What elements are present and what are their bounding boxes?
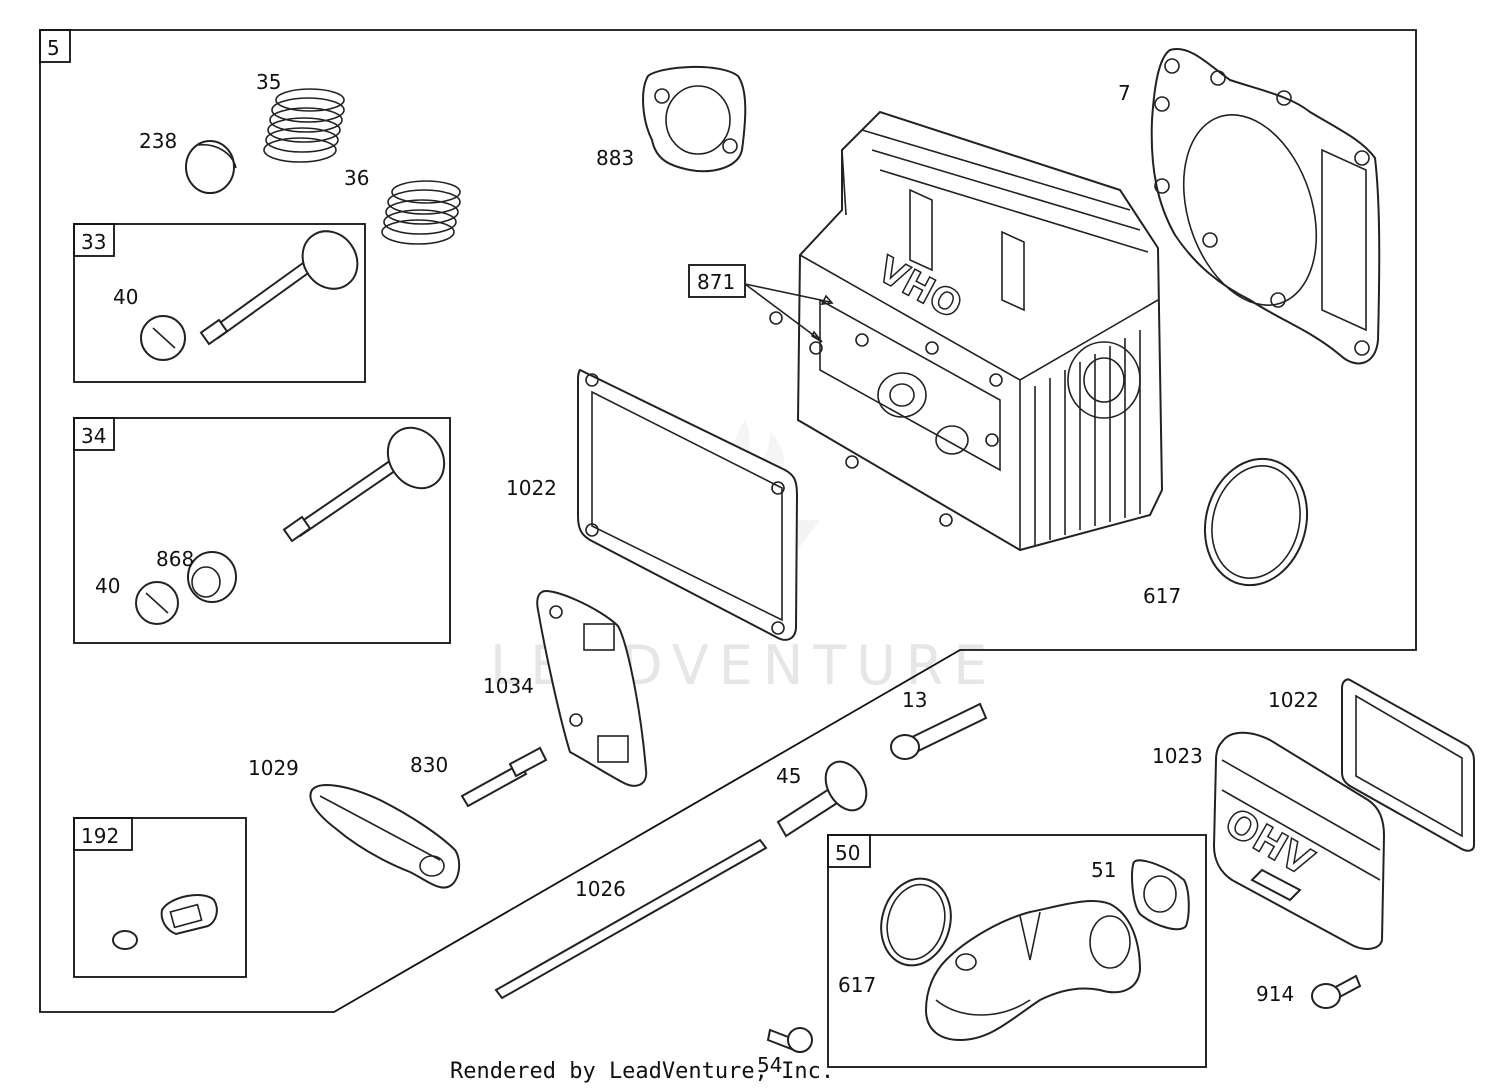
assembly-frame-50 <box>827 834 1207 1068</box>
label-36: 36 <box>344 166 369 190</box>
label-51: 51 <box>1091 858 1116 882</box>
assembly-frame-192 <box>73 817 247 978</box>
label-617-a: 617 <box>1143 584 1181 608</box>
label-1034: 1034 <box>483 674 534 698</box>
exhaust-valve-part <box>199 230 359 346</box>
assembly-frame-33 <box>73 223 366 383</box>
label-7: 7 <box>1118 81 1131 105</box>
head-gasket-part <box>1150 47 1381 365</box>
label-35: 35 <box>256 70 281 94</box>
callout-leader-871 <box>744 283 831 341</box>
cylinder-head-part: OHV <box>769 110 1164 552</box>
label-13: 13 <box>902 688 927 712</box>
valve-keeper-part-b <box>135 581 179 625</box>
push-rod-part <box>494 838 768 1000</box>
assembly-tag-main <box>39 29 71 63</box>
cover-screw-part <box>1311 974 1362 1009</box>
callout-tag-871 <box>688 264 746 298</box>
rocker-cover-part: OHV <box>1212 731 1386 950</box>
o-ring-part-a <box>1203 457 1309 587</box>
label-40-b: 40 <box>95 574 120 598</box>
push-rod-guide-part <box>776 760 868 838</box>
rocker-stud-part <box>460 746 548 808</box>
label-1026: 1026 <box>575 877 626 901</box>
assembly-tag-34 <box>73 417 115 451</box>
manifold-screw-part <box>766 1027 813 1053</box>
assembly-label-33: 33 <box>81 230 106 254</box>
intake-manifold-part <box>924 900 1142 1042</box>
o-ring-part-a-inner <box>1211 465 1301 579</box>
valve-keeper-part-a <box>140 315 186 361</box>
assembly-frame-main <box>39 29 1417 1013</box>
label-238: 238 <box>139 129 177 153</box>
label-1022-b: 1022 <box>1268 688 1319 712</box>
exhaust-gasket-part <box>642 66 747 173</box>
callout-arrow-871-a <box>810 330 823 343</box>
assembly-frame-34 <box>73 417 451 644</box>
valve-cap-part <box>185 140 237 194</box>
head-bolt-part <box>890 702 988 760</box>
valve-seal-part <box>187 551 237 603</box>
label-1023: 1023 <box>1152 744 1203 768</box>
assembly-tag-50 <box>827 834 871 868</box>
intake-valve-part <box>282 426 446 543</box>
manifold-gasket-part <box>1131 859 1190 931</box>
label-40-a: 40 <box>113 285 138 309</box>
o-ring-part-b-inner <box>886 883 946 961</box>
assembly-tag-192 <box>73 817 133 851</box>
assembly-label-34: 34 <box>81 424 106 448</box>
label-883: 883 <box>596 146 634 170</box>
valve-spring-part-35 <box>263 88 345 163</box>
label-45: 45 <box>776 764 801 788</box>
rocker-cover-gasket-part-a <box>577 368 799 641</box>
callout-arrow-871-b <box>820 294 834 305</box>
valve-spring-part-36 <box>381 180 461 245</box>
label-830: 830 <box>410 753 448 777</box>
label-871: 871 <box>697 270 735 294</box>
breather-valve-part <box>112 894 218 950</box>
label-1022-a: 1022 <box>506 476 557 500</box>
label-914: 914 <box>1256 982 1294 1006</box>
label-1029: 1029 <box>248 756 299 780</box>
assembly-label-50: 50 <box>835 841 860 865</box>
assembly-tag-33 <box>73 223 115 257</box>
label-617-b: 617 <box>838 973 876 997</box>
footer-credit: Rendered by LeadVenture, Inc. <box>450 1059 834 1084</box>
label-868: 868 <box>156 547 194 571</box>
assembly-label-192: 192 <box>81 824 119 848</box>
rocker-plate-part <box>536 590 648 787</box>
o-ring-part-b <box>880 877 952 967</box>
label-54: 54 <box>757 1053 782 1077</box>
assembly-label-main: 5 <box>47 36 60 60</box>
rocker-arm-part <box>309 784 461 889</box>
rocker-cover-gasket-part-b <box>1341 678 1475 852</box>
